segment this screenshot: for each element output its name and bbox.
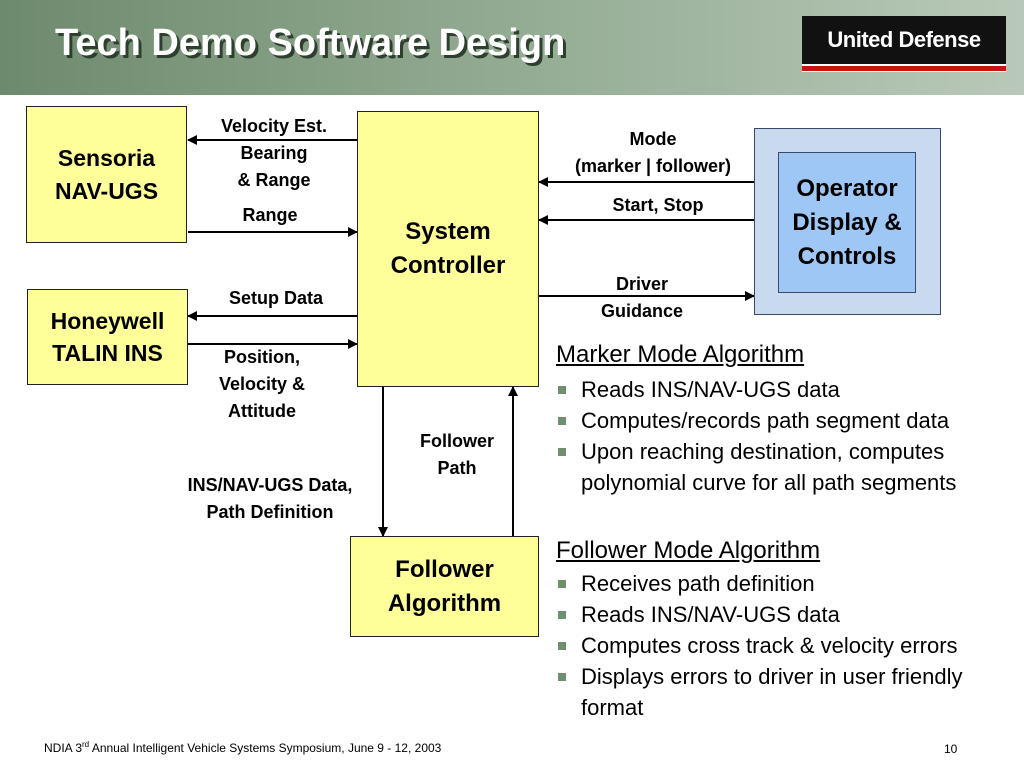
follower-box-line-2: Algorithm [387, 589, 502, 617]
page-number: 10 [944, 742, 958, 756]
label-velocity-line-1: Velocity Est. [220, 116, 328, 136]
sensoria-line-2: NAV-UGS [54, 177, 159, 204]
honeywell-line-1: Honeywell [50, 308, 165, 334]
label-position-velocity-attitude: Position, Velocity & Attitude [187, 344, 337, 425]
slide-title: Tech Demo Software Design [55, 22, 566, 64]
honeywell-line-2: TALIN INS [52, 340, 163, 366]
bullet-square-icon [558, 611, 566, 619]
label-velocity-line-2: Bearing [240, 143, 308, 163]
follower-bullet-1: Receives path definition [556, 568, 1016, 599]
marker-mode-list: Reads INS/NAV-UGS data Computes/records … [556, 374, 1016, 498]
label-setup-data: Setup Data [228, 288, 324, 308]
label-mode-line-2: (marker | follower) [574, 156, 732, 176]
follower-bullet-2-text: Reads INS/NAV-UGS data [581, 602, 840, 627]
bullet-square-icon [558, 580, 566, 588]
label-velocity-bearing-range: Velocity Est. Bearing & Range [194, 113, 354, 194]
label-follower-path-line-2: Path [437, 458, 477, 478]
label-mode-line-1: Mode [629, 129, 677, 149]
controller-line-1: System [405, 218, 491, 245]
bullet-square-icon [558, 386, 566, 394]
follower-bullet-2: Reads INS/NAV-UGS data [556, 599, 1016, 630]
footer-text: NDIA 3rd Annual Intelligent Vehicle Syst… [44, 740, 441, 755]
label-driver-line-1: Driver [615, 274, 669, 294]
label-start-stop: Start, Stop [612, 195, 704, 215]
label-ins-nav-ugs-data: INS/NAV-UGS Data, Path Definition [160, 472, 380, 526]
label-driver-line-2: Guidance [600, 301, 684, 321]
bullet-square-icon [558, 417, 566, 425]
label-position-line-1: Position, [224, 347, 300, 367]
label-driver-guidance: Driver Guidance [576, 271, 708, 325]
label-ins-line-1: INS/NAV-UGS Data, [187, 475, 353, 495]
logo-accent-bar [802, 66, 1006, 71]
follower-bullet-4-text: Displays errors to driver in user friend… [581, 664, 963, 720]
label-ins-line-2: Path Definition [206, 502, 334, 522]
footer-post: Annual Intelligent Vehicle Systems Sympo… [89, 741, 442, 755]
marker-bullet-2-text: Computes/records path segment data [581, 408, 950, 433]
footer-pre: NDIA 3 [44, 741, 83, 755]
logo-text: United Defense [802, 16, 1006, 64]
label-position-line-2: Velocity & [218, 374, 306, 394]
marker-mode-heading: Marker Mode Algorithm [556, 341, 805, 368]
controller-line-2: Controller [390, 252, 506, 279]
operator-line-2: Display & [792, 208, 902, 236]
footer-sup: rd [82, 740, 90, 749]
follower-bullet-1-text: Receives path definition [581, 571, 815, 596]
follower-mode-list: Receives path definition Reads INS/NAV-U… [556, 568, 1016, 723]
follower-bullet-3-text: Computes cross track & velocity errors [581, 633, 958, 658]
bullet-square-icon [558, 448, 566, 456]
follower-box-line-1: Follower [395, 555, 494, 583]
united-defense-logo: United Defense [802, 16, 1006, 72]
follower-bullet-4: Displays errors to driver in user friend… [556, 661, 981, 723]
marker-bullet-1-text: Reads INS/NAV-UGS data [581, 377, 840, 402]
label-follower-path-line-1: Follower [419, 431, 494, 451]
label-position-line-3: Attitude [228, 401, 296, 421]
follower-bullet-3: Computes cross track & velocity errors [556, 630, 981, 661]
operator-line-1: Operator [796, 174, 898, 202]
label-velocity-line-3: & Range [237, 170, 311, 190]
operator-line-3: Controls [797, 242, 897, 270]
follower-mode-heading: Follower Mode Algorithm [556, 537, 821, 564]
marker-bullet-2: Computes/records path segment data [556, 405, 1016, 436]
marker-bullet-1: Reads INS/NAV-UGS data [556, 374, 1016, 405]
label-mode: Mode (marker | follower) [548, 126, 758, 180]
label-range: Range [242, 205, 298, 225]
bullet-square-icon [558, 642, 566, 650]
marker-bullet-3-text: Upon reaching destination, computes poly… [581, 439, 957, 495]
bullet-square-icon [558, 673, 566, 681]
marker-bullet-3: Upon reaching destination, computes poly… [556, 436, 1006, 498]
label-follower-path: Follower Path [402, 428, 512, 482]
sensoria-line-1: Sensoria [57, 144, 156, 171]
